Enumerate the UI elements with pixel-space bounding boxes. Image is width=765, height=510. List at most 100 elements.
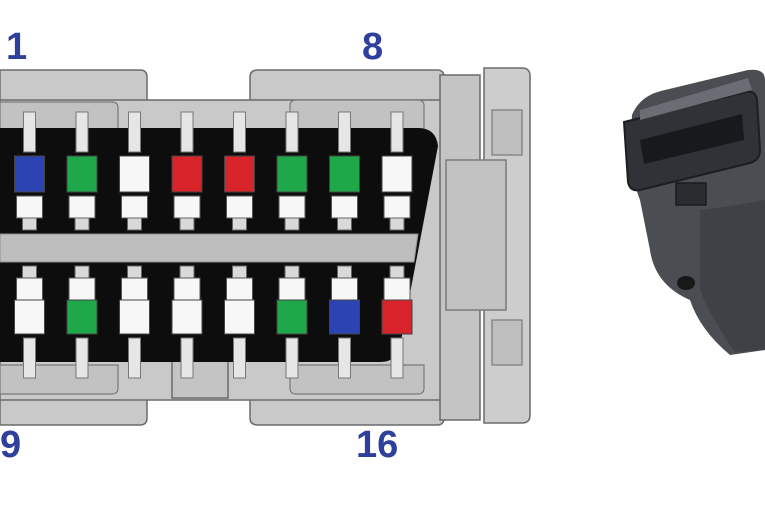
pin-stem xyxy=(338,111,351,153)
pin-stem xyxy=(75,111,89,153)
pin xyxy=(381,111,413,231)
pin-stem xyxy=(180,111,194,153)
pin xyxy=(329,111,360,231)
pin xyxy=(381,265,413,379)
pin xyxy=(171,111,203,231)
pin-tip xyxy=(173,277,201,301)
pin xyxy=(14,111,45,231)
pin-foot xyxy=(389,217,405,231)
pin-tip xyxy=(121,195,148,219)
pin-label-bottom-left: 9 xyxy=(0,424,22,466)
pin-label-top-right: 8 xyxy=(362,26,384,68)
pin-stem xyxy=(285,337,299,379)
connector-photo-clip xyxy=(675,182,707,206)
pin xyxy=(224,111,255,231)
pin-contact-red xyxy=(381,299,413,335)
pin-stem xyxy=(75,337,89,379)
pin-contact-green xyxy=(276,155,308,193)
pin-tip xyxy=(226,195,253,219)
pin-tip xyxy=(16,277,43,301)
pin xyxy=(276,111,308,231)
pin xyxy=(171,265,203,379)
pin-divider-bar xyxy=(0,233,419,263)
pin-tip xyxy=(278,277,306,301)
pin-stem xyxy=(390,337,404,379)
pin-contact-blue xyxy=(329,299,360,335)
pin-foot xyxy=(389,265,405,279)
pin-tip xyxy=(16,195,43,219)
pin-tip xyxy=(331,277,358,301)
pin-stem xyxy=(128,337,141,379)
pin-tip xyxy=(226,277,253,301)
pin-label-bottom-right: 16 xyxy=(356,424,399,466)
pin xyxy=(224,265,255,379)
pin xyxy=(66,111,98,231)
pin-contact-green xyxy=(66,155,98,193)
pin-tip xyxy=(173,195,201,219)
pin-stem xyxy=(233,337,246,379)
housing-inner-frame-left-bottom xyxy=(0,364,119,395)
pin xyxy=(329,265,360,379)
pin-foot xyxy=(74,217,90,231)
pin-contact-red xyxy=(224,155,255,193)
pin-foot xyxy=(127,265,142,279)
housing-bottom-tab xyxy=(171,359,229,399)
housing-inner-frame-left xyxy=(0,101,119,131)
pin-foot xyxy=(337,265,352,279)
pin-foot xyxy=(337,217,352,231)
pin-foot xyxy=(22,217,37,231)
pin-tip xyxy=(68,277,96,301)
pin-foot xyxy=(179,217,195,231)
pin-contact-blue xyxy=(14,155,45,193)
pin-tip xyxy=(383,195,411,219)
pin-tip xyxy=(331,195,358,219)
pin-stem xyxy=(338,337,351,379)
pin-tip xyxy=(383,277,411,301)
pin-contact-white xyxy=(381,155,413,193)
pin-row-bottom xyxy=(14,265,413,379)
pin-stem xyxy=(180,337,194,379)
pin-contact-white xyxy=(224,299,255,335)
housing-inner-frame-right xyxy=(289,99,425,131)
pin xyxy=(276,265,308,379)
pin-stem xyxy=(128,111,141,153)
pin-contact-white xyxy=(119,299,150,335)
pin-foot xyxy=(284,265,300,279)
pin-foot xyxy=(22,265,37,279)
housing-inner-frame-right-bottom xyxy=(289,364,425,395)
pin-contact-white xyxy=(14,299,45,335)
pin-foot xyxy=(232,217,247,231)
housing-end-slot-bottom xyxy=(491,319,523,366)
pin-row-top xyxy=(14,111,413,231)
pin-contact-green xyxy=(329,155,360,193)
pin-stem xyxy=(233,111,246,153)
pin-foot xyxy=(127,217,142,231)
pin-foot xyxy=(74,265,90,279)
pin-foot xyxy=(284,217,300,231)
pin-tip xyxy=(278,195,306,219)
pin-contact-white xyxy=(171,299,203,335)
pin-stem xyxy=(23,111,36,153)
pin-contact-red xyxy=(171,155,203,193)
connector-photo-side-shade xyxy=(700,200,765,352)
pin xyxy=(14,265,45,379)
pin-stem xyxy=(23,337,36,379)
connector-photo-top-highlight xyxy=(640,78,752,120)
connector-photo xyxy=(622,69,765,355)
pin-stem xyxy=(390,111,404,153)
pin-contact-white xyxy=(119,155,150,193)
connector-photo-slot xyxy=(640,114,744,164)
pin-contact-green xyxy=(276,299,308,335)
pin-stem xyxy=(285,111,299,153)
pin-tip xyxy=(68,195,96,219)
pin-foot xyxy=(179,265,195,279)
pin-tip xyxy=(121,277,148,301)
pin-contact-green xyxy=(66,299,98,335)
housing-end-slot-top xyxy=(491,109,523,156)
pin xyxy=(119,111,150,231)
connector-photo-hole xyxy=(677,276,695,290)
pin xyxy=(119,265,150,379)
pin-foot xyxy=(232,265,247,279)
pin xyxy=(66,265,98,379)
